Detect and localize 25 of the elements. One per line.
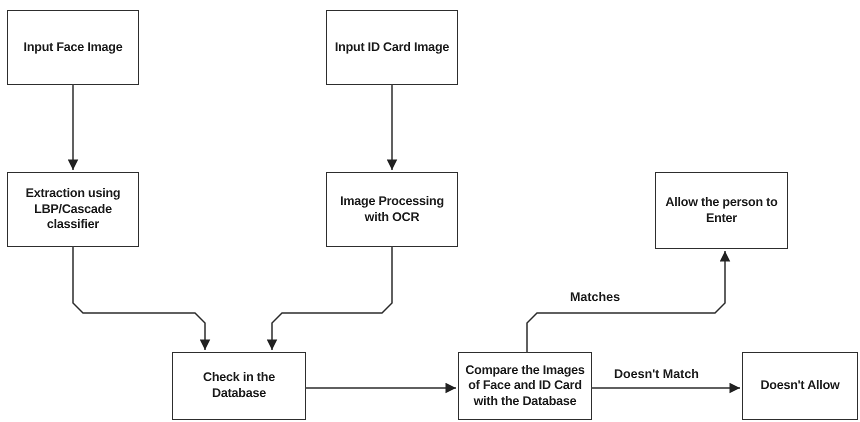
arrow — [266, 247, 393, 350]
process-box — [7, 172, 139, 247]
box-text: Image Processing with OCR — [339, 194, 445, 226]
process-box — [7, 10, 139, 85]
arrow — [526, 251, 730, 352]
process-box — [742, 352, 858, 420]
process-box — [172, 352, 306, 420]
process-box — [326, 10, 458, 85]
arrow — [386, 85, 398, 170]
process-box — [655, 172, 788, 249]
box-text: Allow the person to Enter — [664, 194, 779, 226]
edge-label: Matches — [568, 290, 622, 304]
box-text: Input Face Image — [24, 40, 122, 56]
arrow — [306, 382, 456, 394]
arrow — [592, 382, 740, 394]
box-text: Extraction using LBP/Cascade classifier — [24, 186, 122, 233]
arrow — [72, 247, 210, 350]
box-text: Compare the Images of Face and ID Card with the Database — [464, 362, 586, 410]
edge-label: Doesn't Match — [612, 367, 701, 381]
box-text: Input ID Card Image — [334, 40, 450, 56]
box-text: Doesn't Allow — [760, 378, 840, 394]
process-box — [326, 172, 458, 247]
box-text: Check in the Database — [202, 370, 276, 402]
arrow — [68, 85, 78, 170]
process-box — [458, 352, 592, 420]
